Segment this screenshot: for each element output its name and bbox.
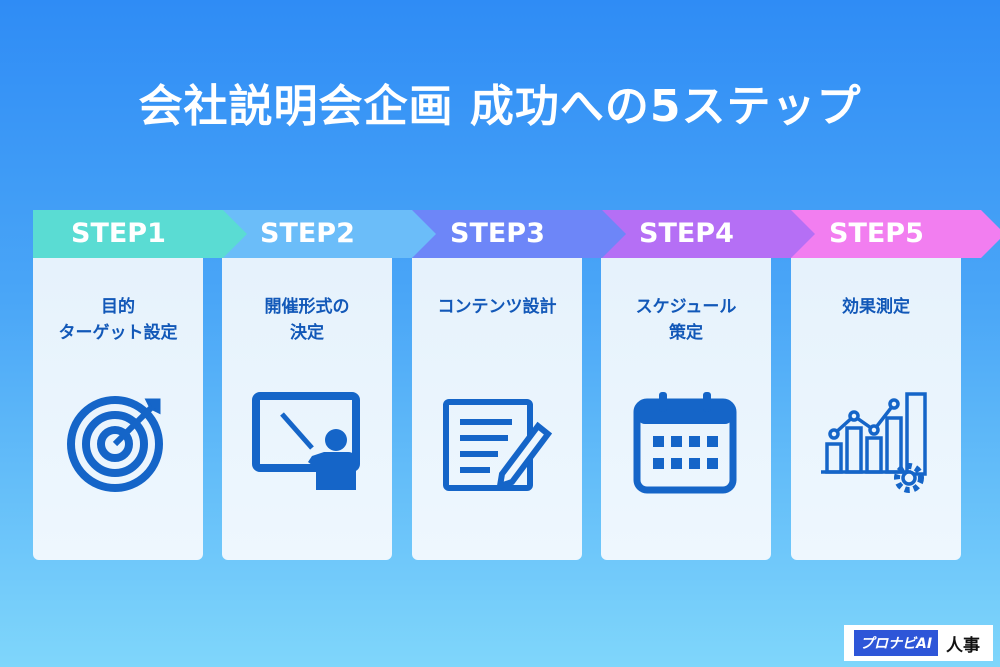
step-card-5: 効果測定 [791, 258, 961, 560]
document-pencil-icon [443, 399, 552, 491]
step-banner-2: STEP2 [222, 210, 436, 258]
calendar-icon [633, 392, 737, 494]
step-card-4: スケジュール 策定 [601, 258, 771, 560]
brand-logo: プロナビAI 人事 [844, 625, 993, 661]
step-label: 効果測定 [842, 297, 910, 317]
step-label: 目的 ターゲット設定 [58, 297, 178, 343]
step-card-2: 開催形式の 決定 [222, 258, 392, 560]
logo-suffix: 人事 [946, 635, 981, 656]
logo-brand: プロナビAI [854, 630, 939, 656]
step-card-1: 目的 ターゲット設定 [33, 258, 203, 560]
page-title: 会社説明会企画 成功への5ステップ [138, 81, 862, 132]
presentation-icon [252, 392, 360, 490]
step-card-3: コンテンツ設計 [412, 258, 582, 560]
chart-gear-icon [821, 392, 927, 493]
step-banner-4: STEP4 [601, 210, 815, 258]
step-label: 開催形式の 決定 [264, 297, 350, 343]
step-label: コンテンツ設計 [437, 297, 557, 317]
step-label: スケジュール 策定 [635, 297, 737, 343]
step-banner-5: STEP5 [791, 210, 1000, 258]
target-icon [67, 396, 163, 492]
step-banner-3: STEP3 [412, 210, 626, 258]
step-banner-1: STEP1 [33, 210, 247, 258]
